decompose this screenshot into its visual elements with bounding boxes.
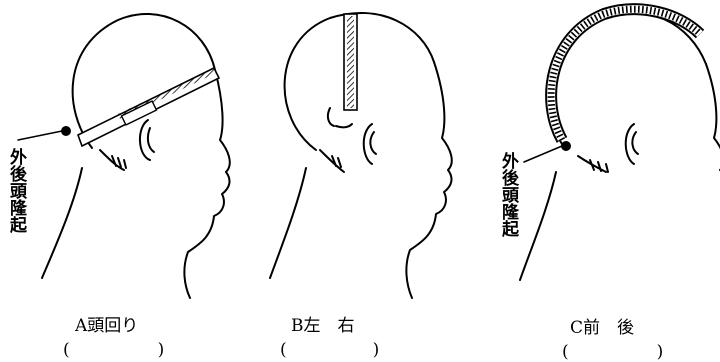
paren-close-b: ) [373, 340, 380, 360]
answer-blank-c: () [562, 342, 663, 362]
answer-blank-b: () [280, 340, 379, 360]
label-external-occipital-protuberance-right: 外後頭隆起 [498, 152, 517, 237]
label-external-occipital-protuberance-left: 外後頭隆起 [6, 148, 25, 233]
paren-close-a: ) [158, 340, 165, 360]
head-figure-a [18, 14, 230, 298]
measuring-tape-b [344, 14, 357, 110]
answer-blank-a: () [63, 340, 164, 360]
head-figure-b [270, 13, 452, 298]
caption-c: C前 後 [570, 313, 634, 338]
caption-a: A頭回り [75, 311, 138, 336]
caption-b: B左 右 [291, 311, 355, 336]
paren-open-a: ( [63, 340, 70, 360]
measuring-tape-c [551, 9, 700, 140]
paren-open-b: ( [280, 340, 287, 360]
head-figure-c [520, 13, 720, 280]
paren-close-c: ) [657, 342, 664, 362]
paren-open-c: ( [562, 342, 569, 362]
